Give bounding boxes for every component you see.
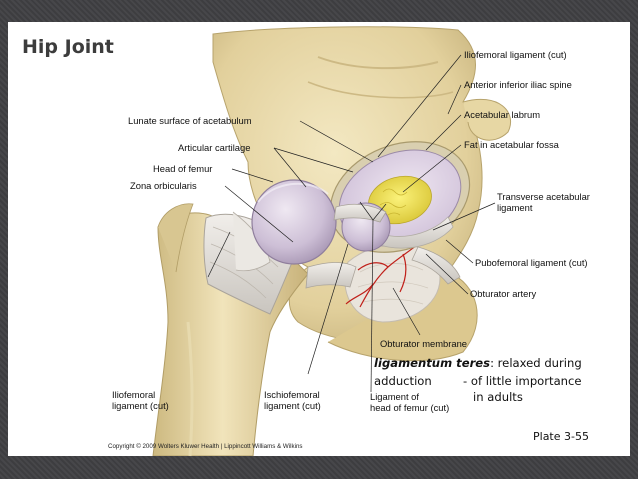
- transverse-acetabular-ligament: [367, 216, 454, 249]
- note-text-1: : relaxed during: [490, 356, 582, 370]
- label-ischiofemoral-ligament-2: ligament (cut): [264, 400, 321, 411]
- label-obturator-membrane: Obturator membrane: [380, 338, 467, 349]
- label-obturator-artery: Obturator artery: [470, 288, 536, 299]
- slide: Hip Joint: [8, 22, 630, 456]
- femoral-head: [251, 179, 337, 265]
- label-ligament-of-head-of-femur-1: Ligament of: [370, 391, 419, 402]
- note-text-4: in adults: [473, 390, 523, 404]
- ligament-of-head-of-femur: [333, 203, 387, 223]
- label-iliofemoral-ligament-bottom-2: ligament (cut): [112, 400, 169, 411]
- label-transverse-acetabular-ligament-1: Transverse acetabular: [497, 191, 590, 202]
- note-term: ligamentum teres: [374, 356, 491, 370]
- label-iliofemoral-ligament-top: Iliofemoral ligament (cut): [464, 49, 567, 60]
- note-text-3: - of little importance: [463, 374, 582, 388]
- leader-lines: [207, 54, 496, 393]
- slide-title: Hip Joint: [22, 36, 114, 58]
- copyright: Copyright © 2009 Wolters Kluwer Health |…: [108, 443, 303, 450]
- label-transverse-acetabular-ligament-2: ligament: [497, 202, 533, 213]
- ischiofemoral-ligament: [305, 262, 357, 289]
- label-anterior-inferior-iliac-spine: Anterior inferior iliac spine: [464, 79, 572, 90]
- label-zona-orbicularis: Zona orbicularis: [130, 180, 197, 191]
- hip-joint-illustration: Iliofemoral ligament (cut) Anterior infe…: [112, 26, 590, 456]
- label-acetabular-labrum: Acetabular labrum: [464, 109, 540, 120]
- label-head-of-femur: Head of femur: [153, 163, 212, 174]
- label-ischiofemoral-ligament-1: Ischiofemoral: [264, 389, 320, 400]
- label-pubofemoral-ligament: Pubofemoral ligament (cut): [475, 257, 588, 268]
- note-line-1: ligamentum teres: relaxed during: [374, 356, 582, 370]
- zona-orbicularis: [232, 211, 271, 272]
- label-ligament-of-head-of-femur-2: head of femur (cut): [370, 402, 449, 413]
- label-lunate-surface: Lunate surface of acetabulum: [128, 115, 252, 126]
- plate-number: Plate 3-55: [533, 430, 589, 443]
- note-text-2: adduction: [374, 374, 432, 388]
- label-iliofemoral-ligament-bottom-1: Iliofemoral: [112, 389, 155, 400]
- label-articular-cartilage: Articular cartilage: [178, 142, 250, 153]
- label-fat-in-acetabular-fossa: Fat in acetabular fossa: [464, 139, 560, 150]
